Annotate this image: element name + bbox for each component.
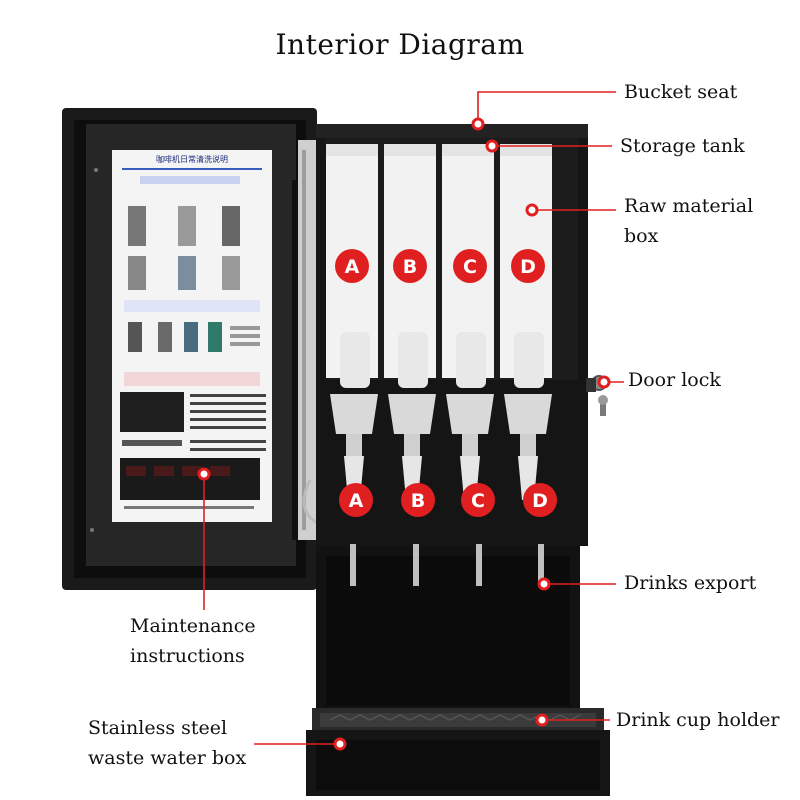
label-raw-material-line1: Raw material [624,195,754,217]
badge-b-upper-letter: B [403,256,417,278]
badge-d-upper-letter: D [520,256,536,278]
label-maintenance-line1: Maintenance [130,615,256,637]
label-maintenance-instructions: Maintenance instructions [130,611,256,671]
badge-d-lower [523,483,557,517]
label-door-lock: Door lock [628,369,721,391]
label-waste-water-box: Stainless steel waste water box [88,713,246,773]
bucket-seat-line [477,91,616,124]
maintenance-instructions-sheet: 咖啡机日常清洗说明 [112,150,272,522]
label-raw-material-box: Raw material box [624,191,753,251]
badge-a-upper-letter: A [345,256,360,278]
label-waste-line1: Stainless steel [88,717,228,739]
label-drink-cup-holder: Drink cup holder [616,709,780,731]
badge-b-lower-letter: B [411,490,425,512]
badge-d-upper [511,249,545,283]
machine-door: 咖啡机日常清洗说明 [62,108,317,590]
label-maintenance-line2: instructions [130,645,245,667]
sheet-title: 咖啡机日常清洗说明 [156,154,228,164]
badge-a-upper [335,249,369,283]
callout-lines [203,91,624,745]
label-bucket-seat: Bucket seat [624,81,738,103]
badge-a-lower-letter: A [349,490,364,512]
label-waste-line2: waste water box [88,747,247,769]
badge-b-lower [401,483,435,517]
badge-d-lower-letter: D [532,490,548,512]
badge-a-lower [339,483,373,517]
diagram-title: Interior Diagram [275,28,525,61]
badge-c-upper [453,249,487,283]
badge-c-upper-letter: C [463,256,477,278]
callout-dots [197,117,611,751]
badge-c-lower [461,483,495,517]
label-drinks-export: Drinks export [624,572,757,594]
badge-c-lower-letter: C [471,490,485,512]
badge-b-upper [393,249,427,283]
label-raw-material-line2: box [624,225,659,247]
label-storage-tank: Storage tank [620,135,745,157]
canister-badges: A B C D A B C D [335,249,557,517]
